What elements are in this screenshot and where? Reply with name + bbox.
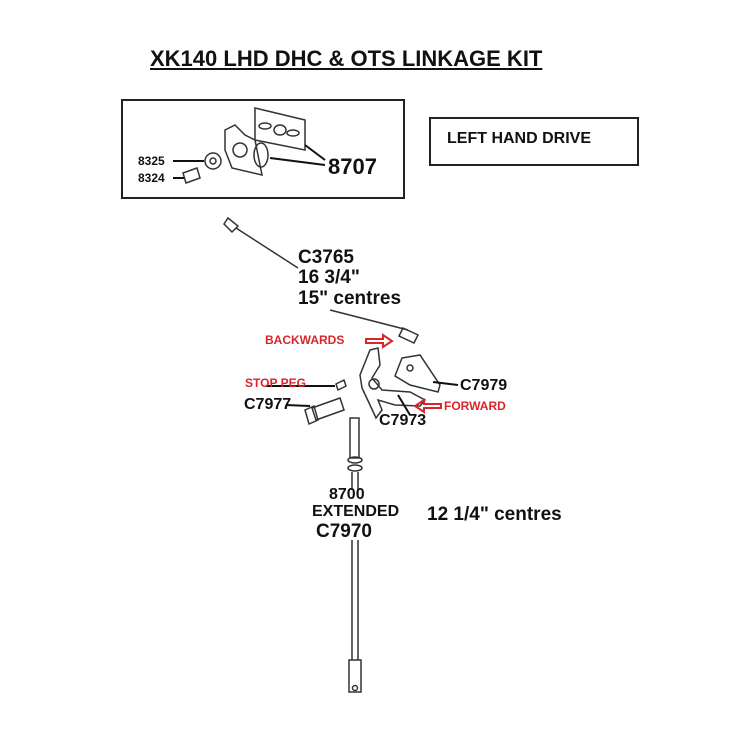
- forward-arrow-icon: [413, 398, 442, 414]
- label-c3765: C3765: [298, 247, 354, 268]
- label-backwards: BACKWARDS: [265, 333, 345, 347]
- label-8707: 8707: [328, 154, 377, 179]
- label-c7973: C7973: [379, 412, 427, 429]
- drive-label: LEFT HAND DRIVE: [447, 130, 591, 147]
- inset-box: [121, 99, 405, 199]
- stop-peg: [335, 378, 347, 392]
- bolt-c7977: [311, 397, 345, 421]
- bracket-c7979: [394, 354, 441, 393]
- label-c7977: C7977: [244, 396, 292, 413]
- label-forward: FORWARD: [444, 399, 506, 413]
- backwards-arrow-icon: [365, 333, 394, 349]
- rod-c7970: [349, 417, 360, 459]
- label-8325: 8325: [138, 154, 165, 168]
- label-c3765-length: 16 3/4": [298, 267, 360, 288]
- label-8324: 8324: [138, 171, 165, 185]
- label-lower-centres: 12 1/4" centres: [427, 504, 562, 525]
- bracket-8707: [254, 107, 306, 151]
- drive-label-box: [429, 117, 639, 166]
- label-c7970: C7970: [316, 521, 372, 542]
- label-stop-peg: STOP PEG: [245, 376, 306, 390]
- page-title: XK140 LHD DHC & OTS LINKAGE KIT: [150, 46, 543, 71]
- rod-c3765: [223, 216, 240, 234]
- label-c7979: C7979: [460, 377, 508, 394]
- label-c3765-centres: 15" centres: [298, 288, 402, 309]
- label-8700: 8700: [329, 486, 365, 503]
- lever-c7973: [359, 347, 427, 420]
- label-extended: EXTENDED: [312, 503, 400, 520]
